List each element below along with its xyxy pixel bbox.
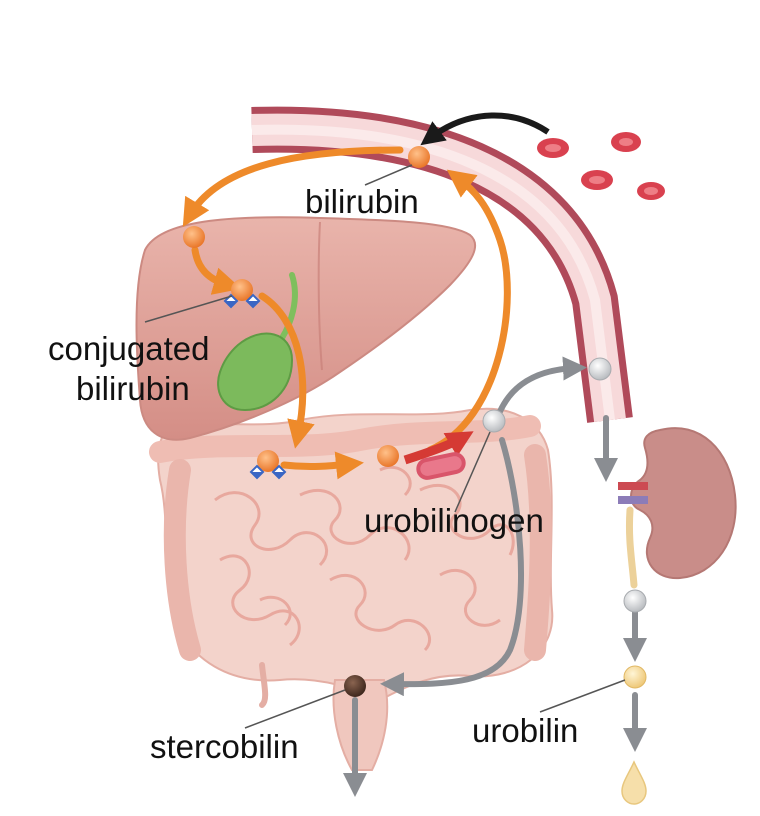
label-conjugated-line1: conjugated (48, 330, 209, 367)
label-urobilinogen: urobilinogen (364, 502, 544, 539)
leader-lines (144, 164, 626, 729)
stercobilin-molecule (344, 675, 366, 697)
label-conjugated-line2: bilirubin (76, 370, 190, 407)
reduction-arrow (403, 431, 474, 465)
label-stercobilin: stercobilin (150, 728, 299, 765)
bilirubin-molecules (183, 146, 430, 467)
label-bilirubin: bilirubin (305, 183, 419, 220)
intestine-icon (149, 407, 554, 771)
kidney-icon (618, 427, 737, 589)
gallbladder-icon (217, 272, 298, 412)
bilirubin-flow-arrows (182, 146, 511, 480)
urobilin-molecule (623, 665, 647, 689)
urine-drop-icon (621, 760, 647, 805)
conjugated-bilirubin-molecules (223, 279, 287, 480)
blood-vessel (251, 106, 633, 423)
label-urobilin: urobilin (472, 712, 578, 749)
bacterium-icon (416, 452, 466, 480)
rbc-breakdown-arrow (420, 112, 550, 146)
urobilinogen-molecules (482, 357, 647, 613)
